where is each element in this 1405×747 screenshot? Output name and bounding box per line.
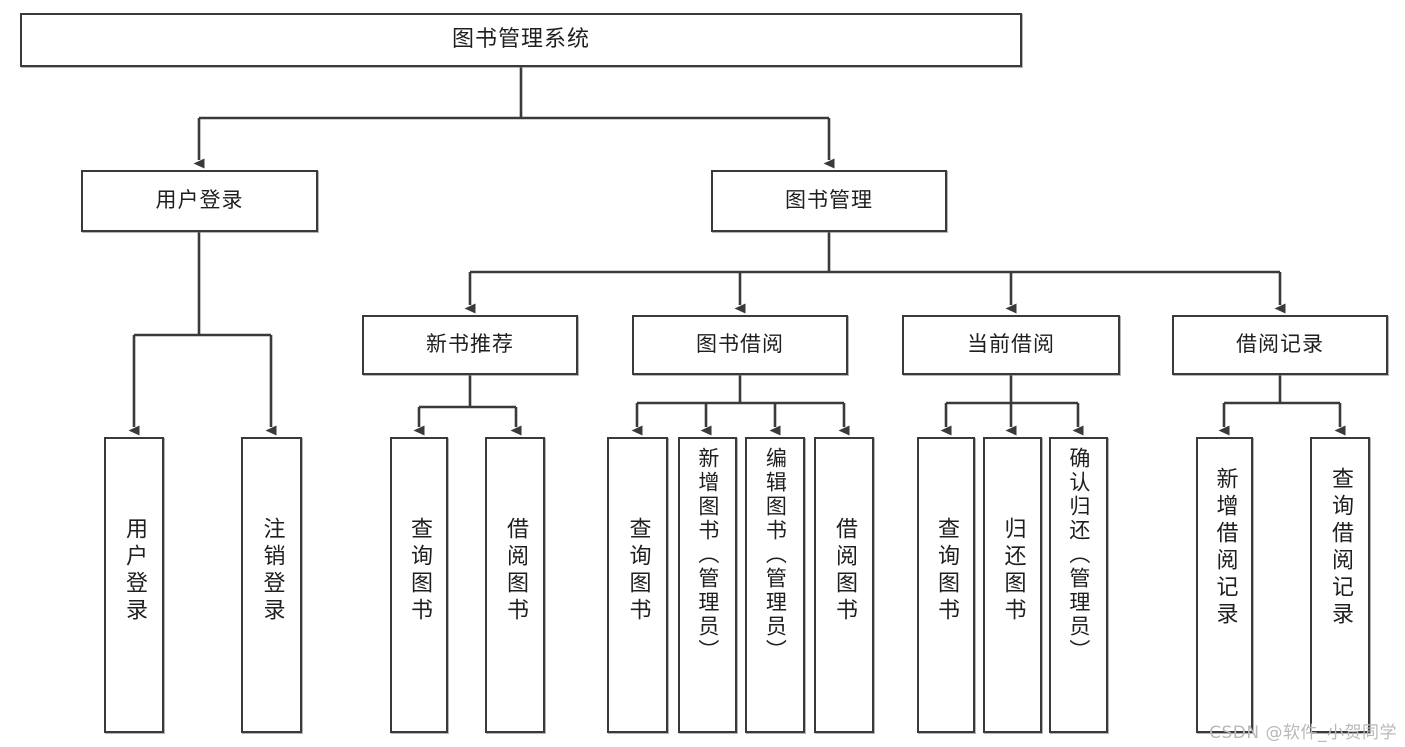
csdn-watermark: CSDN @软件_小贺同学 (1209, 723, 1397, 743)
leaf-logout[interactable]: 注销登录 (241, 437, 302, 733)
node-user-login-label: 用户登录 (155, 188, 244, 213)
leaf-query-book-1-label: 查询图书 (406, 517, 432, 625)
node-current-borrow-label: 当前借阅 (967, 332, 1055, 357)
leaf-borrow-book-1[interactable]: 借阅图书 (485, 437, 545, 733)
leaf-add-book[interactable]: 新增图书（管理员） (678, 437, 737, 733)
leaf-logout-label: 注销登录 (259, 517, 285, 625)
leaf-query-book-2-label: 查询图书 (625, 517, 651, 625)
node-book-management-label: 图书管理 (785, 188, 873, 213)
leaf-query-borrow-record-label: 查询借阅记录 (1327, 467, 1353, 629)
node-root-label: 图书管理系统 (451, 26, 590, 52)
node-borrow-record-label: 借阅记录 (1236, 332, 1324, 357)
leaf-query-book-3[interactable]: 查询图书 (917, 437, 975, 733)
leaf-add-borrow-record-label: 新增借阅记录 (1212, 467, 1238, 629)
node-borrow-record[interactable]: 借阅记录 (1172, 315, 1388, 375)
node-book-management[interactable]: 图书管理 (711, 170, 947, 232)
node-book-borrow[interactable]: 图书借阅 (632, 315, 848, 375)
leaf-query-book-2[interactable]: 查询图书 (607, 437, 668, 733)
node-new-book-recommend[interactable]: 新书推荐 (362, 315, 578, 375)
leaf-query-borrow-record[interactable]: 查询借阅记录 (1310, 437, 1370, 733)
leaf-return-book-label: 归还图书 (1000, 517, 1026, 625)
leaf-query-book-3-label: 查询图书 (933, 517, 959, 625)
leaf-user-login-label: 用户登录 (121, 517, 147, 625)
leaf-edit-book-label: 编辑图书（管理员） (763, 447, 788, 663)
leaf-return-book[interactable]: 归还图书 (983, 437, 1042, 733)
leaf-borrow-book-1-label: 借阅图书 (502, 517, 528, 625)
leaf-confirm-return-label: 确认归还（管理员） (1066, 447, 1091, 663)
leaf-query-book-1[interactable]: 查询图书 (390, 437, 448, 733)
leaf-confirm-return[interactable]: 确认归还（管理员） (1049, 437, 1108, 733)
leaf-add-borrow-record[interactable]: 新增借阅记录 (1196, 437, 1253, 733)
leaf-add-book-label: 新增图书（管理员） (695, 447, 720, 663)
leaf-borrow-book-2[interactable]: 借阅图书 (814, 437, 874, 733)
node-new-book-recommend-label: 新书推荐 (426, 332, 514, 357)
leaf-borrow-book-2-label: 借阅图书 (831, 517, 857, 625)
leaf-user-login[interactable]: 用户登录 (104, 437, 164, 733)
node-user-login[interactable]: 用户登录 (81, 170, 318, 232)
node-book-borrow-label: 图书借阅 (696, 332, 784, 357)
node-current-borrow[interactable]: 当前借阅 (902, 315, 1120, 375)
node-root[interactable]: 图书管理系统 (20, 13, 1022, 67)
leaf-edit-book[interactable]: 编辑图书（管理员） (745, 437, 805, 733)
